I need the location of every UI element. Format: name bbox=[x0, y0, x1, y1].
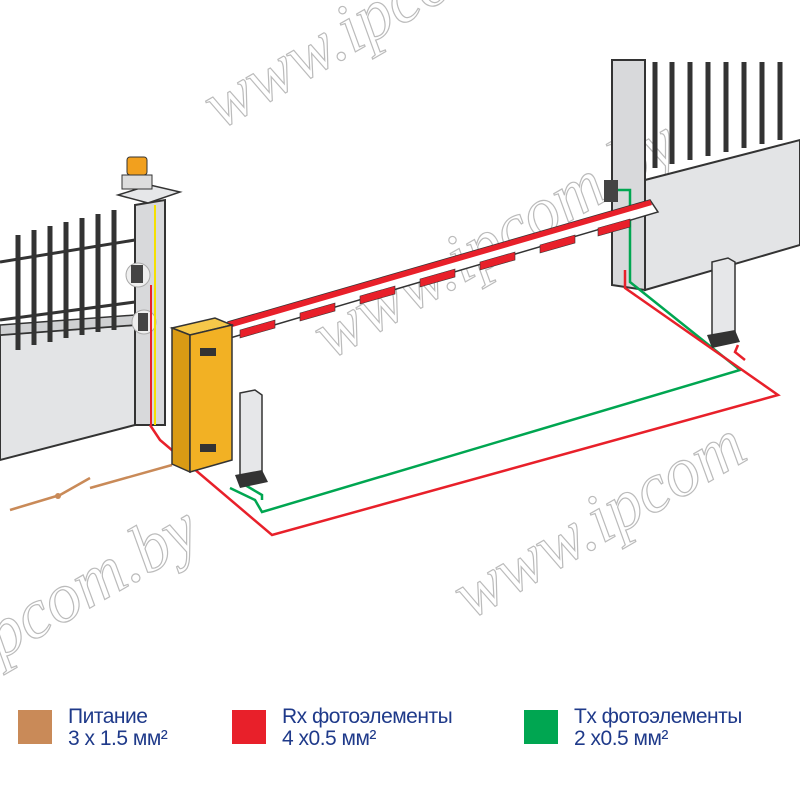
barrier-cabinet bbox=[169, 317, 235, 474]
photocell-post-left bbox=[235, 389, 268, 488]
rx-wire-2 bbox=[733, 344, 746, 361]
svg-text:pcom.by: pcom.by bbox=[0, 489, 212, 676]
signal-lamp-icon bbox=[126, 156, 148, 176]
legend-spec: 3 x 1.5 мм² bbox=[68, 727, 168, 750]
right-fence bbox=[604, 59, 800, 292]
tx-wire bbox=[229, 188, 743, 514]
svg-text:www.ipcom.by: www.ipcom.by bbox=[190, 0, 582, 144]
legend-label: Rx фотоэлементы bbox=[282, 705, 453, 728]
rx-wire bbox=[148, 270, 781, 537]
legend-spec: 2 x0.5 мм² bbox=[574, 727, 668, 750]
power-color-swatch bbox=[18, 710, 52, 744]
left-fence bbox=[0, 210, 136, 462]
rx-color-swatch bbox=[232, 710, 266, 744]
wiring bbox=[9, 188, 781, 537]
barrier-boom bbox=[227, 199, 660, 339]
power-wire bbox=[9, 493, 61, 512]
legend-spec: 4 x0.5 мм² bbox=[282, 727, 376, 750]
legend-label: Tx фотоэлементы bbox=[574, 705, 742, 728]
legend-label: Питание bbox=[68, 705, 148, 728]
photocell-post-right bbox=[707, 257, 740, 348]
tx-color-swatch bbox=[524, 710, 558, 744]
svg-text:www.ipcom: www.ipcom bbox=[440, 405, 759, 633]
left-pillar bbox=[115, 156, 183, 426]
